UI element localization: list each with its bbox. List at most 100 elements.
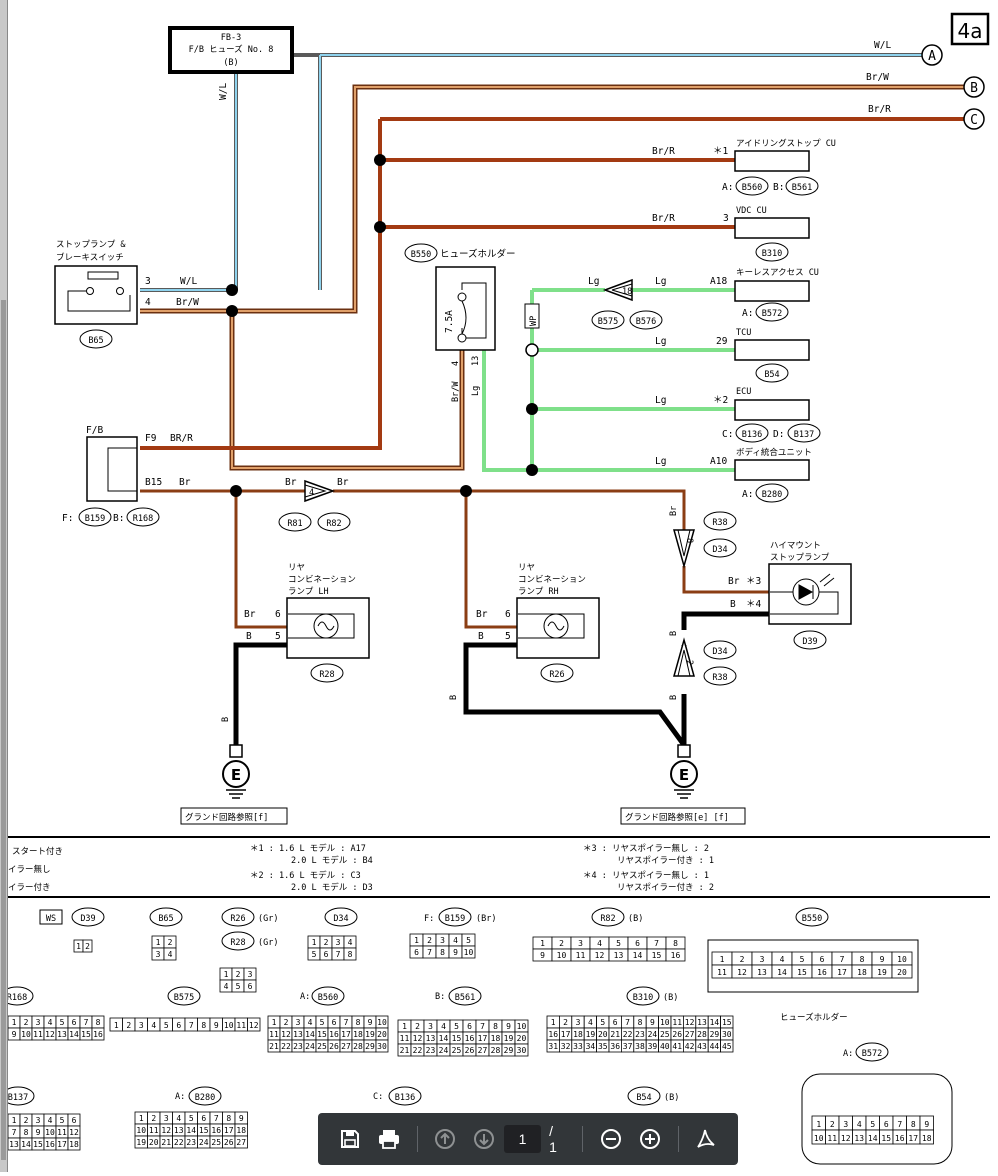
view-b560-pin: 9 <box>368 1018 373 1027</box>
view-r82-pin: 3 <box>578 939 583 948</box>
body-unit: Lg A10 ボディ統合ユニット A: B280 <box>655 447 812 503</box>
view-b280-pin: 24 <box>199 1138 209 1147</box>
connector-r38: Br 8 R38 D34 <box>669 506 737 569</box>
view-b280-pin: 6 <box>201 1114 206 1123</box>
zoom-in-icon <box>640 1129 661 1149</box>
view-b280-pin: 26 <box>224 1138 234 1147</box>
view-b550-pin: 16 <box>817 968 827 977</box>
print-button[interactable] <box>374 1124 403 1154</box>
svg-text:ランプ LH: ランプ LH <box>288 587 329 597</box>
notes: スタート付き イラー無し イラー付き ＊1 : 1.6 L モデル : A17 … <box>8 843 714 893</box>
view-b310-pin: 15 <box>722 1018 732 1027</box>
view-d34-pin: 2 <box>324 938 329 947</box>
page-id-box <box>950 12 990 46</box>
connector-d34: B 2 B D34 R38 <box>669 631 737 700</box>
svg-text:Br: Br <box>728 576 740 587</box>
high-mount-stop-lamp: ハイマウント ストップランプ Br ＊3 B ＊4 D39 <box>728 541 852 650</box>
view-b159-cell <box>461 945 476 959</box>
view-b572-pin: 13 <box>854 1134 864 1143</box>
view-b572-pin: 7 <box>897 1120 902 1129</box>
svg-text:7.5A: 7.5A <box>444 310 455 333</box>
view-b310-pin: 6 <box>613 1018 618 1027</box>
view-b280-pin: 2 <box>151 1114 156 1123</box>
view-b561-pin: 4 <box>441 1022 446 1031</box>
svg-text:＊4: ＊4 <box>746 599 762 610</box>
rear-combination-lamp-rh: リヤ コンビネーション ランプ RH Br 6 B 5 R26 B <box>449 563 600 700</box>
c-prefix: C: <box>373 1092 383 1102</box>
view-d34-pin: 4 <box>348 938 353 947</box>
view-b572-pin: 8 <box>911 1120 916 1129</box>
vdc-cu: Br/R 3 VDC CU B310 <box>652 206 810 262</box>
view-b560-pin: 14 <box>305 1030 315 1039</box>
svg-text:B572: B572 <box>762 309 782 319</box>
view-r82-pin: 1 <box>540 939 545 948</box>
view-r82-pin: 2 <box>559 939 564 948</box>
view-b137-pin: 13 <box>9 1140 19 1149</box>
view-b137-pin: 11 <box>57 1128 67 1137</box>
svg-text:B137: B137 <box>794 430 814 440</box>
svg-text:6: 6 <box>275 609 281 620</box>
page-number-input[interactable]: 1 <box>504 1125 542 1153</box>
zoom-out-button[interactable] <box>596 1124 625 1154</box>
svg-text:W/L: W/L <box>874 40 891 51</box>
view-b550-pin: 12 <box>737 968 747 977</box>
view-b561-pin: 26 <box>465 1046 475 1055</box>
view-b280-pin: 4 <box>176 1114 181 1123</box>
view-r82-label: R82 <box>600 914 615 924</box>
view-b310-pin: 9 <box>650 1018 655 1027</box>
view-b310-pin: 20 <box>598 1030 608 1039</box>
view-b561-pin: 24 <box>439 1046 449 1055</box>
svg-text:R26: R26 <box>549 670 564 680</box>
view-b561-pin: 23 <box>426 1046 436 1055</box>
view-b310-pin: 38 <box>635 1042 645 1051</box>
view-b310 <box>626 986 660 1006</box>
view-r168-pin: 6 <box>72 1018 77 1027</box>
svg-text:Br/W: Br/W <box>451 381 461 402</box>
svg-text:B: B <box>449 695 459 700</box>
view-b560-pin: 22 <box>281 1042 291 1051</box>
save-button[interactable] <box>335 1124 364 1154</box>
view-b560 <box>311 986 345 1006</box>
view-b575-pin: 12 <box>249 1021 259 1030</box>
view-b310-pin: 34 <box>586 1042 596 1051</box>
b-prefix-1: B: <box>435 992 445 1002</box>
view-b159-pin: 4 <box>453 936 458 945</box>
svg-text:B280: B280 <box>762 490 782 500</box>
view-b561-pin: 28 <box>491 1046 501 1055</box>
scrollbar[interactable] <box>0 0 8 1172</box>
view-b560-pin: 2 <box>284 1018 289 1027</box>
view-b310-pin: 17 <box>561 1030 571 1039</box>
view-b310-pin: 28 <box>697 1030 707 1039</box>
svg-text:B: B <box>730 599 736 610</box>
svg-text:R38: R38 <box>712 518 727 528</box>
view-b560-pin: 3 <box>296 1018 301 1027</box>
svg-text:Lg: Lg <box>655 336 666 347</box>
next-page-button[interactable] <box>470 1124 499 1154</box>
view-b550 <box>795 907 829 927</box>
scrollbar-thumb[interactable] <box>1 300 6 1160</box>
view-r28-pin: 4 <box>224 982 229 991</box>
fuse-holder-caption: ヒューズホルダー <box>780 1012 848 1023</box>
br-label: (Br) <box>476 914 496 924</box>
view-b575-pin: 6 <box>176 1021 181 1030</box>
view-b280-pin: 5 <box>189 1114 194 1123</box>
view-b310-pin: 27 <box>685 1030 695 1039</box>
terminal-c: Br/R C <box>868 104 985 130</box>
svg-text:＊1: ＊1 <box>713 146 729 157</box>
svg-text:VDC CU: VDC CU <box>736 206 767 216</box>
svg-text:WP: WP <box>529 316 539 326</box>
view-b137-pin: 5 <box>60 1116 65 1125</box>
svg-text:FB-3: FB-3 <box>221 33 241 43</box>
svg-text:C:: C: <box>722 429 733 440</box>
view-b572-pin: 5 <box>870 1120 875 1129</box>
zoom-in-button[interactable] <box>636 1124 665 1154</box>
svg-text:29: 29 <box>716 336 728 347</box>
view-b159-pin: 5 <box>466 936 471 945</box>
view-b561-pin: 12 <box>413 1034 423 1043</box>
acrobat-button[interactable] <box>692 1124 721 1154</box>
prev-page-button[interactable] <box>431 1124 460 1154</box>
view-b310-pin: 11 <box>672 1018 682 1027</box>
svg-text:B575: B575 <box>598 317 618 327</box>
svg-text:Lg: Lg <box>471 386 481 396</box>
